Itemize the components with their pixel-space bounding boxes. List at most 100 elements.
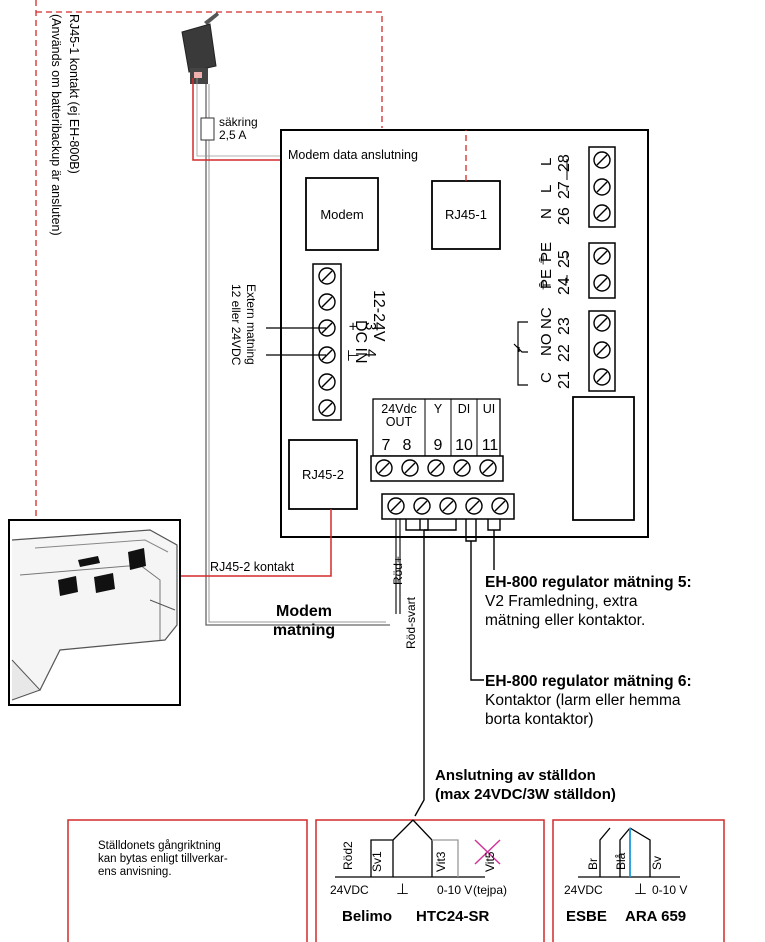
terminal-screw-21: [593, 368, 611, 386]
rj45-2-kontakt-label: RJ45-2 kontakt: [210, 560, 295, 574]
signal-number-9: 9: [434, 437, 443, 454]
m5-line1: V2 Framledning, extra: [485, 593, 638, 610]
dc-screw-0: [318, 267, 336, 285]
direction-note-1: Ställdonets gångriktning: [98, 840, 221, 852]
rj45-1-box: [431, 180, 501, 250]
terminal-name-21: C: [538, 372, 555, 383]
belimo-signal-3: (tejpa): [473, 883, 507, 897]
signal-number-10: 10: [455, 437, 473, 454]
relay-icon: [513, 321, 528, 386]
belimo-wire-0: Röd2: [341, 841, 355, 870]
belimo-wire-2: Vit3: [434, 851, 448, 872]
terminal-name-22: NO: [538, 334, 555, 357]
extern-volt-label: 12 eller 24VDC: [229, 284, 243, 366]
terminal-number-22: 22: [556, 344, 573, 362]
terminal-screw-24: [593, 274, 611, 292]
terminal-screw-27: [593, 178, 611, 196]
esbe-wire-1: Blå: [614, 852, 628, 870]
terminal-number-24: 24: [556, 277, 573, 295]
signal-header: [372, 398, 501, 457]
rj45-2-cable: [120, 509, 332, 577]
terminal-3-label: 3: [362, 322, 379, 330]
group-y: Y: [434, 402, 443, 416]
direction-note-box: [67, 819, 308, 942]
plug-screw-4: [491, 497, 509, 515]
direction-note-3: ens anvisning.: [98, 866, 172, 878]
rj45-2-label: RJ45-2: [302, 467, 344, 482]
m6-line1: Kontaktor (larm eller hemma: [485, 692, 681, 709]
actuator-subtitle: (max 24VDC/3W ställdon): [435, 786, 616, 803]
ground-symbol-25: ⏚: [536, 253, 552, 267]
plug-screw-3: [465, 497, 483, 515]
dc-in-terminal-block: [312, 263, 342, 421]
dc-range-label: 12-24V: [370, 290, 387, 342]
modem-matning-label-2: matning: [273, 622, 335, 639]
fuse-value: 2,5 A: [219, 128, 246, 142]
rod-plus-label: Röd+: [391, 556, 405, 585]
terminal-number-28: 28: [556, 154, 573, 172]
terminal-number-27: 27: [556, 181, 573, 199]
m6-title: EH-800 regulator mätning 6:: [485, 673, 692, 690]
board-screw-3: [453, 459, 471, 477]
terminal-screw-28: [593, 151, 611, 169]
minus-label: ⊥: [344, 349, 361, 362]
terminal-screw-25: [593, 247, 611, 265]
actuator-title: Anslutning av ställdon: [435, 767, 596, 784]
belimo-brand: Belimo: [342, 908, 392, 925]
esbe-wire-2: Sv: [650, 856, 664, 870]
terminal-number-26: 26: [556, 207, 573, 225]
terminal-name-24: PE: [538, 269, 555, 289]
rj45-1-kontakt-label: RJ45-1 kontakt (ej EH-800B): [67, 14, 81, 174]
rod-svart-label: Röd-svart: [404, 596, 418, 649]
group-ui: UI: [483, 402, 496, 416]
plug-screw-1: [413, 497, 431, 515]
plus-label: +: [344, 322, 361, 331]
belimo-wire-3: Vit5: [483, 851, 497, 872]
board-screw-1: [401, 459, 419, 477]
modem-box: [305, 177, 379, 251]
ground-symbol-24: ⏚: [536, 278, 552, 292]
measurement-6-wire: [470, 541, 484, 681]
rj45-2-box: [288, 439, 358, 510]
board-screw-0: [375, 459, 393, 477]
rj45-1-dashed-cable: [35, 0, 383, 520]
belimo-signal-2: 0-10 V: [437, 883, 472, 897]
esbe-box: [552, 819, 725, 942]
terminal-4-label: 4: [362, 349, 379, 357]
m6-line2: borta kontaktor): [485, 711, 594, 728]
modem-power-cable: [205, 84, 390, 626]
modem-supply-wires: [395, 519, 401, 614]
dc-in-label: DC IN: [352, 320, 369, 364]
blank-module: [572, 396, 635, 521]
belimo-signal-1: ⊥: [396, 881, 409, 898]
batteribackup-note: (Används om batteribackup är ansluten): [49, 14, 63, 236]
measurement-5-wire: [487, 519, 501, 570]
signal-number-11: 11: [482, 437, 499, 454]
modem-data-label: Modem data anslutning: [288, 148, 418, 162]
modem-device-icon: [181, 12, 219, 84]
terminal-name-28: L: [538, 158, 555, 166]
terminal-screw-26: [593, 204, 611, 222]
plug-screw-0: [387, 497, 405, 515]
terminal-number-23: 23: [556, 317, 573, 335]
group-di: DI: [458, 402, 471, 416]
m5-line2: mätning eller kontaktor.: [485, 612, 645, 629]
extern-matning-label: Extern matning: [244, 284, 258, 365]
esbe-signal-0: 24VDC: [564, 883, 603, 897]
tape-cross-icon: [474, 839, 501, 865]
eh800-device-photo: [8, 519, 181, 706]
terminal-number-25: 25: [556, 250, 573, 268]
dc-screw-4: [318, 373, 336, 391]
extern-feed-wires: [266, 327, 326, 356]
modem-box-label: Modem: [320, 207, 363, 222]
belimo-box: [315, 819, 545, 942]
terminal-name-26: N: [538, 208, 555, 219]
modem-matning-label-1: Modem: [276, 603, 332, 620]
esbe-wire-0: Br: [586, 858, 600, 870]
terminal-screw-22: [593, 341, 611, 359]
terminal-name-27: L: [538, 185, 555, 193]
m5-title: EH-800 regulator mätning 5:: [485, 574, 692, 591]
signal-number-7: 7: [382, 437, 391, 454]
esbe-signal-1: ⊥: [634, 881, 647, 898]
